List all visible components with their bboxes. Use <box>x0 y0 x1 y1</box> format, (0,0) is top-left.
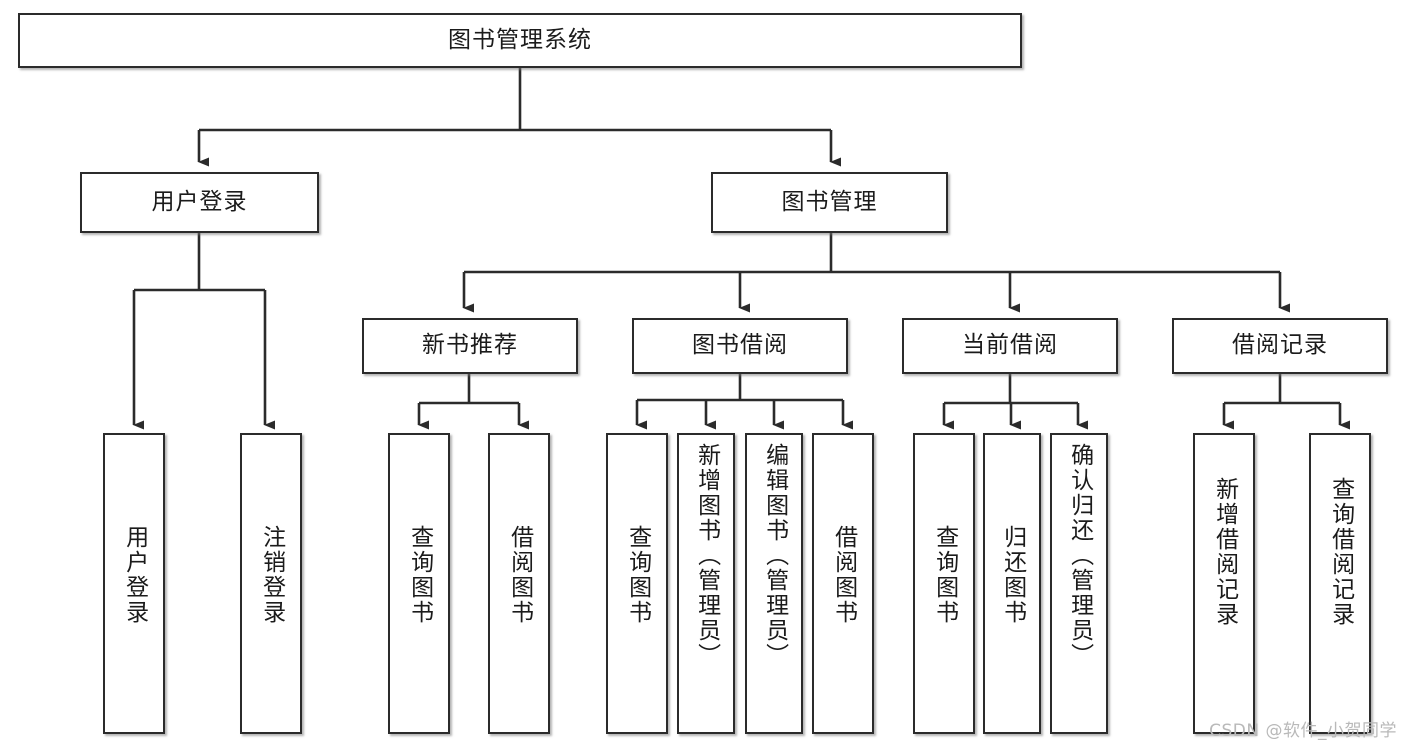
node-leaf-edit-book[interactable]: 编辑图书（管理员） <box>745 433 803 734</box>
node-leaf-add-book[interactable]: 新增图书（管理员） <box>677 433 735 734</box>
node-leaf-confirm-return-label: 确认归还（管理员） <box>1066 443 1093 668</box>
node-leaf-query-book-1[interactable]: 查询图书 <box>388 433 450 734</box>
node-user-login-label: 用户登录 <box>151 188 248 215</box>
node-book-manage[interactable]: 图书管理 <box>711 172 948 233</box>
node-leaf-user-login-label: 用户登录 <box>121 525 148 625</box>
node-leaf-return-book-label: 归还图书 <box>999 525 1026 625</box>
node-user-login[interactable]: 用户登录 <box>80 172 319 233</box>
node-book-borrow-label: 图书借阅 <box>692 332 788 359</box>
node-leaf-add-record[interactable]: 新增借阅记录 <box>1193 433 1255 734</box>
node-leaf-query-record-label: 查询借阅记录 <box>1327 477 1354 627</box>
node-leaf-return-book[interactable]: 归还图书 <box>983 433 1041 734</box>
node-leaf-query-book-3[interactable]: 查询图书 <box>913 433 975 734</box>
node-leaf-confirm-return[interactable]: 确认归还（管理员） <box>1050 433 1108 734</box>
node-leaf-logout-label: 注销登录 <box>258 525 285 625</box>
node-leaf-add-record-label: 新增借阅记录 <box>1211 477 1238 627</box>
node-leaf-query-book-2[interactable]: 查询图书 <box>606 433 668 734</box>
node-leaf-query-book-1-label: 查询图书 <box>406 525 433 625</box>
node-leaf-add-book-label: 新增图书（管理员） <box>693 443 720 668</box>
node-leaf-logout[interactable]: 注销登录 <box>240 433 302 734</box>
node-book-borrow[interactable]: 图书借阅 <box>632 318 848 374</box>
node-new-book-recommend-label: 新书推荐 <box>422 332 518 359</box>
node-leaf-borrow-book-2[interactable]: 借阅图书 <box>812 433 874 734</box>
node-new-book-recommend[interactable]: 新书推荐 <box>362 318 578 374</box>
node-leaf-query-record[interactable]: 查询借阅记录 <box>1309 433 1371 734</box>
node-current-borrow[interactable]: 当前借阅 <box>902 318 1118 374</box>
node-leaf-query-book-2-label: 查询图书 <box>624 525 651 625</box>
node-leaf-borrow-book-1-label: 借阅图书 <box>506 525 533 625</box>
node-root-label: 图书管理系统 <box>448 26 592 53</box>
node-book-manage-label: 图书管理 <box>781 188 878 215</box>
node-leaf-edit-book-label: 编辑图书（管理员） <box>761 443 788 668</box>
node-leaf-borrow-book-2-label: 借阅图书 <box>830 525 857 625</box>
node-root[interactable]: 图书管理系统 <box>18 13 1022 68</box>
node-leaf-user-login[interactable]: 用户登录 <box>103 433 165 734</box>
node-leaf-borrow-book-1[interactable]: 借阅图书 <box>488 433 550 734</box>
csdn-watermark: CSDN @软件_小贺同学 <box>1209 721 1397 741</box>
node-leaf-query-book-3-label: 查询图书 <box>931 525 958 625</box>
node-borrow-record-label: 借阅记录 <box>1232 332 1328 359</box>
node-borrow-record[interactable]: 借阅记录 <box>1172 318 1388 374</box>
node-current-borrow-label: 当前借阅 <box>962 332 1058 359</box>
